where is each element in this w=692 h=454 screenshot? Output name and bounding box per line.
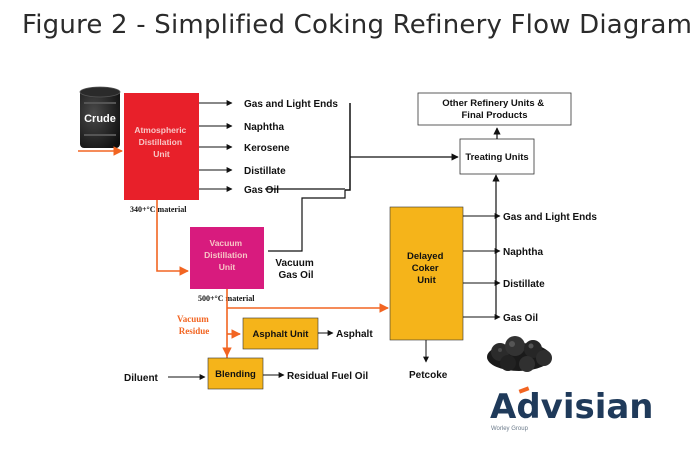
atm-product-distillate: Distillate — [244, 166, 286, 177]
coker-product-gas-light-ends: Gas and Light Ends — [503, 212, 597, 223]
svg-text:Delayed Coker Unit: Delayed Coker Unit — [407, 251, 446, 286]
figure-title: Figure 2 - Simplified Coking Refinery Fl… — [22, 10, 692, 40]
blending-unit: Blending — [207, 357, 264, 390]
atmospheric-label-2: Distillation — [139, 137, 182, 147]
vacuum-label-2: Distillation — [204, 250, 247, 260]
atmospheric-distillation-unit: Atmospheric Distillation Unit — [124, 93, 199, 200]
atm-bottoms-label: 340+°C material — [130, 205, 187, 214]
treating-units-label: Treating Units — [465, 152, 528, 163]
vacuum-gas-oil-label: Vacuum Gas Oil — [275, 258, 316, 281]
other-units-label-2: Final Products — [462, 110, 528, 121]
vacuum-label-1: Vacuum — [210, 238, 243, 248]
atmospheric-products: Gas and Light Ends Naphtha Kerosene Dist… — [199, 99, 338, 196]
atmospheric-label-1: Atmospheric — [134, 125, 186, 135]
advisian-logo-icon: Advisian Worley Group — [490, 386, 654, 432]
vacuum-label-3: Unit — [219, 262, 236, 272]
petcoke-lumps-icon — [487, 336, 552, 372]
blending-label: Blending — [215, 369, 256, 380]
svg-text:Other Refinery Units & F: Other Refinery Units & Final Products — [442, 98, 547, 121]
atm-product-gas-light-ends: Gas and Light Ends — [244, 99, 338, 110]
advisian-logo-subtext: Worley Group — [491, 426, 529, 432]
diluent-label: Diluent — [124, 373, 159, 384]
atm-product-naphtha: Naphtha — [244, 122, 284, 133]
svg-text:Atmospheric Distillation: Atmospheric Distillation Unit — [134, 125, 188, 159]
coker-label-1: Delayed — [407, 251, 444, 262]
coker-label-2: Coker — [412, 263, 439, 274]
coker-product-gas-oil: Gas Oil — [503, 313, 538, 324]
advisian-logo-text: Advisian — [490, 387, 654, 427]
asphalt-product-label: Asphalt — [336, 329, 373, 340]
crude-barrel-icon: Crude — [79, 86, 121, 148]
coker-product-naphtha: Naphtha — [503, 247, 543, 258]
collector-to-treating — [265, 103, 459, 252]
residual-fuel-oil-label: Residual Fuel Oil — [287, 371, 368, 382]
vacuum-distillation-unit: Vacuum Distillation Unit — [190, 227, 264, 289]
other-refinery-units: Other Refinery Units & Final Products — [417, 92, 572, 126]
vacuum-residue-flows — [222, 289, 389, 369]
coker-product-distillate: Distillate — [503, 279, 545, 290]
atm-product-kerosene: Kerosene — [244, 143, 290, 154]
svg-text:Vacuum Distillation: Vacuum Distillation Unit — [204, 238, 250, 272]
atm-product-gas-oil: Gas Oil — [244, 185, 279, 196]
asphalt-unit-label: Asphalt Unit — [253, 329, 310, 340]
petcoke-label: Petcoke — [409, 370, 448, 381]
other-units-label-1: Other Refinery Units & — [442, 98, 544, 109]
atmospheric-label-3: Unit — [153, 149, 170, 159]
crude-label: Crude — [84, 113, 116, 125]
vacuum-residue-label: Vacuum Residue — [177, 314, 211, 336]
treating-units: Treating Units — [459, 138, 535, 175]
coker-products: Gas and Light Ends Naphtha Distillate Ga… — [463, 174, 597, 324]
atm-to-vacuum-flow — [156, 200, 189, 276]
delayed-coker-unit: Delayed Coker Unit — [389, 206, 464, 341]
asphalt-unit: Asphalt Unit — [242, 317, 319, 350]
coker-label-3: Unit — [417, 275, 436, 286]
